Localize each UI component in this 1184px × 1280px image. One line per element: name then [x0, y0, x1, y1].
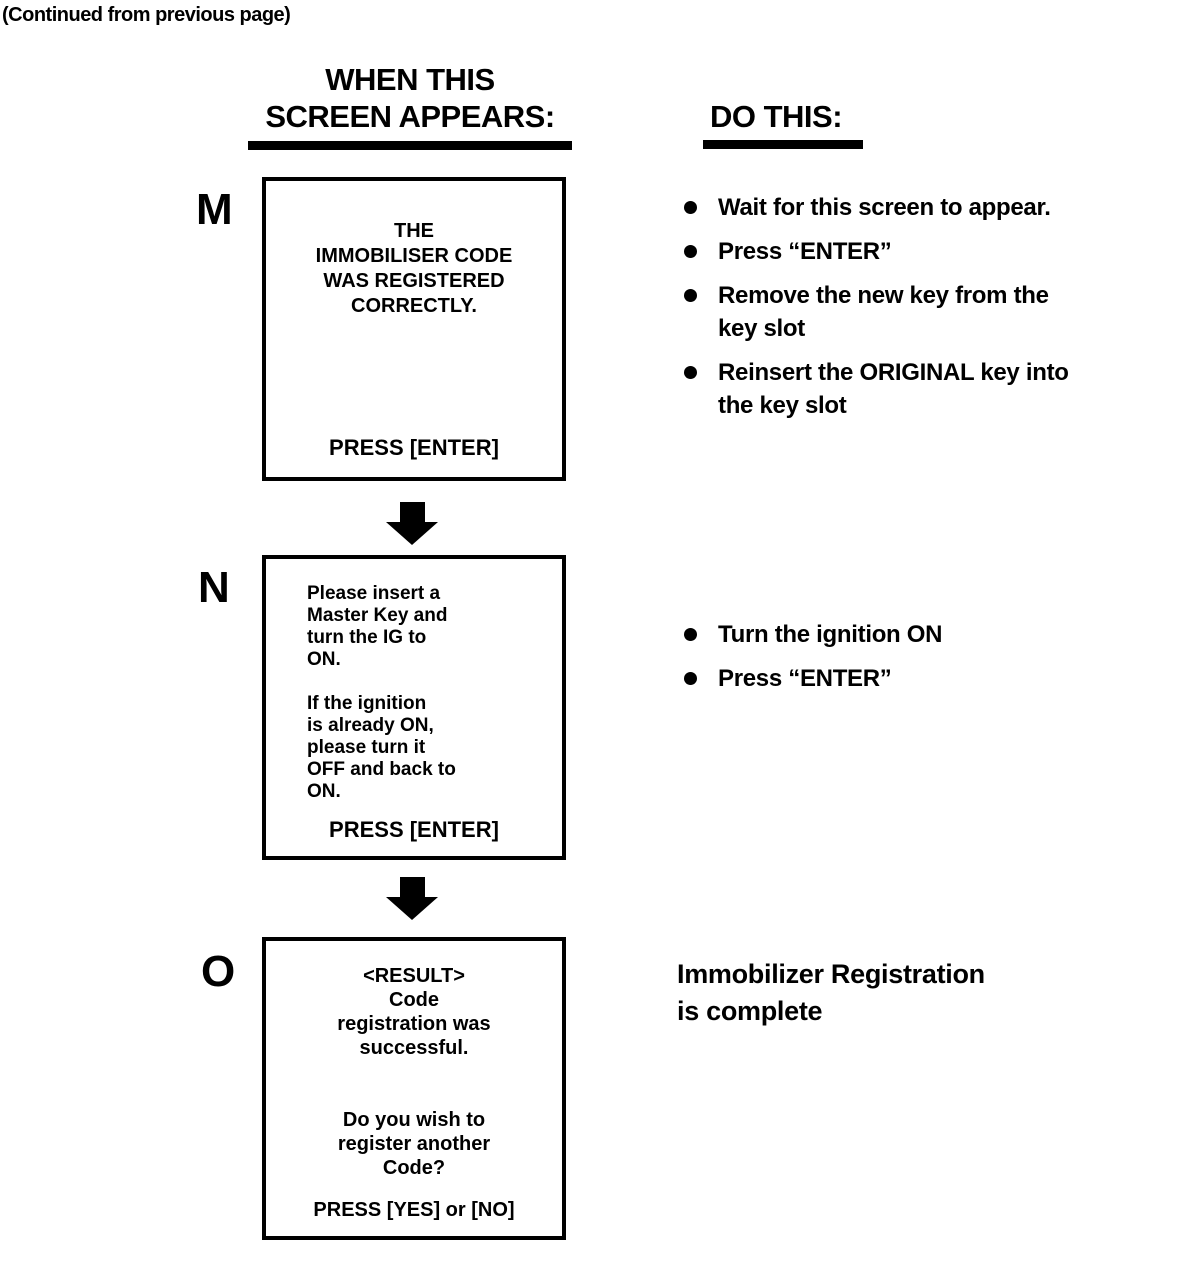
column-header-do-this: DO THIS: — [710, 99, 843, 134]
instruction-item: Turn the ignition ON — [682, 618, 1152, 651]
down-arrow-head — [386, 522, 438, 545]
screen-m-message: THE IMMOBILISER CODE WAS REGISTERED CORR… — [315, 220, 513, 317]
instruction-item: Wait for this screen to appear. — [682, 191, 1152, 224]
down-arrow-stem — [399, 877, 425, 897]
instruction-item: Remove the new key from the key slot — [682, 279, 1152, 345]
left-header-underline — [248, 141, 572, 150]
instruction-item: Press “ENTER” — [682, 235, 1152, 268]
screen-n-prompt: PRESS [ENTER] — [329, 817, 499, 842]
screen-box-n: Please insert a Master Key and turn the … — [262, 555, 566, 860]
step-label-o: O — [201, 947, 235, 996]
screen-box-o: <RESULT> Code registration was successfu… — [262, 937, 566, 1240]
instruction-item: Reinsert the ORIGINAL key into the key s… — [682, 356, 1152, 422]
instructions-n: Turn the ignition ON Press “ENTER” — [682, 618, 1152, 706]
completion-note: Immobilizer Registration is complete — [677, 959, 985, 1026]
down-arrow-icon — [386, 502, 438, 545]
down-arrow-stem — [399, 502, 425, 522]
screen-m-prompt: PRESS [ENTER] — [329, 435, 499, 460]
screen-o-prompt: PRESS [YES] or [NO] — [313, 1199, 515, 1221]
down-arrow-icon — [386, 877, 438, 920]
down-arrow-head — [386, 897, 438, 920]
step-label-m: M — [196, 185, 233, 234]
right-header-underline — [703, 140, 863, 149]
step-label-n: N — [198, 563, 230, 612]
screen-n-message: Please insert a Master Key and turn the … — [307, 583, 456, 802]
instruction-item: Press “ENTER” — [682, 662, 1152, 695]
screen-box-m: THE IMMOBILISER CODE WAS REGISTERED CORR… — [262, 177, 566, 481]
instructions-m: Wait for this screen to appear. Press “EN… — [682, 191, 1152, 433]
column-header-when-this-screen-appears: WHEN THIS SCREEN APPEARS: — [265, 62, 555, 134]
screen-o-message: <RESULT> Code registration was successfu… — [337, 965, 491, 1179]
continued-note: (Continued from previous page) — [2, 4, 291, 26]
